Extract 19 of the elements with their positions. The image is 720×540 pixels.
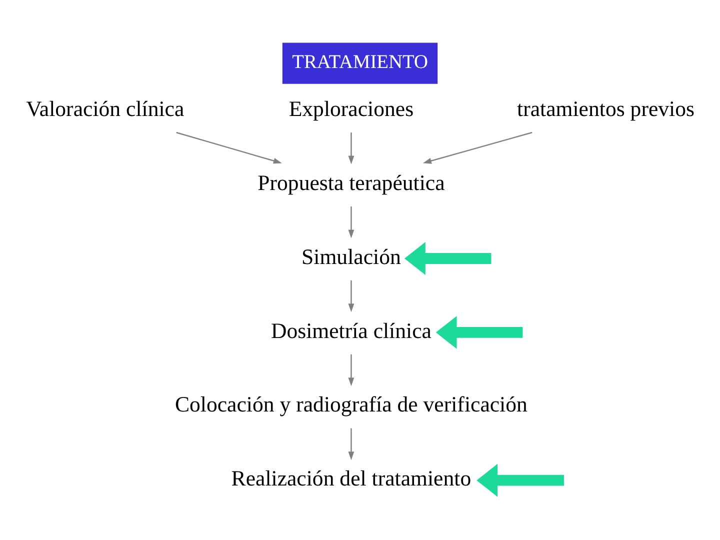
- node-text: Valoración clínica: [26, 96, 184, 121]
- arrow: [348, 354, 354, 386]
- node-text: Dosimetría clínica: [270, 318, 432, 343]
- node-text: Realización del tratamiento: [231, 466, 472, 491]
- node-text: Simulación: [302, 244, 401, 269]
- arrow: [348, 132, 354, 164]
- diagram-title: TRATAMIENTO: [292, 52, 428, 73]
- arrow: [404, 242, 492, 275]
- node-text: tratamientos previos: [517, 96, 695, 121]
- node-text: Colocación y radiografía de verificación: [174, 392, 528, 417]
- arrow: [348, 428, 354, 460]
- node-text: Exploraciones: [288, 96, 414, 121]
- arrow: [476, 464, 564, 497]
- node-text: Propuesta terapéutica: [258, 170, 445, 195]
- arrow: [176, 132, 282, 164]
- arrow: [422, 132, 532, 164]
- arrow: [348, 280, 354, 312]
- arrow: [348, 206, 354, 238]
- arrow: [436, 316, 523, 349]
